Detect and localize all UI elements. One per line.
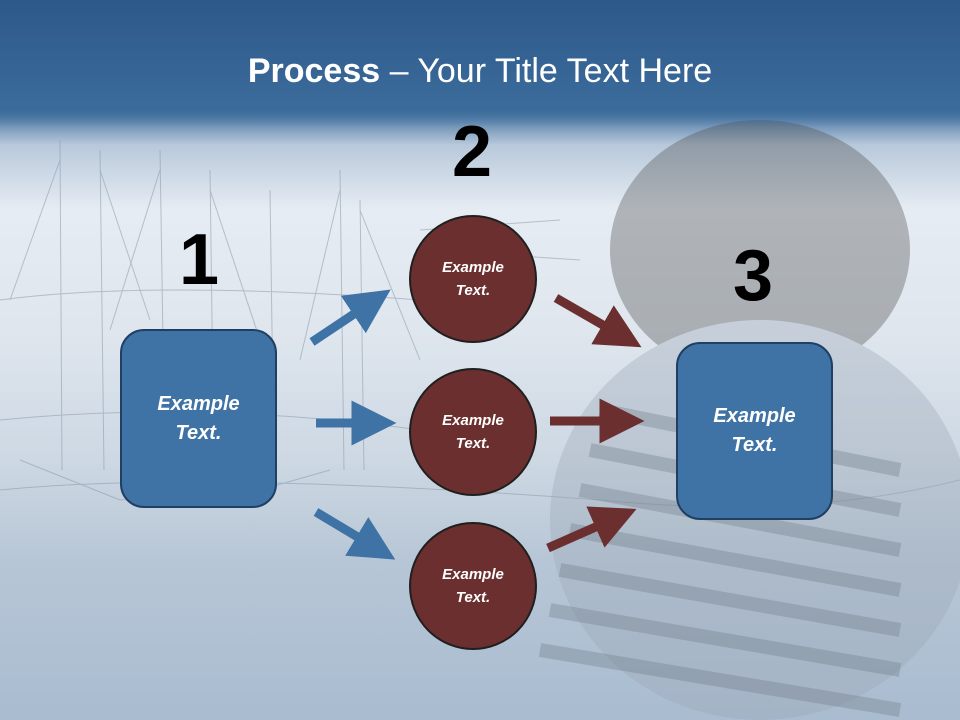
arrow-step1-to-top — [309, 289, 391, 346]
circle-bottom-line2: Text. — [455, 589, 491, 606]
arrow-top-to-step3 — [553, 294, 642, 348]
circle-middle-line1: Example — [442, 411, 504, 429]
circle-top-line1: Example — [442, 258, 504, 276]
step2-circle-middle: Example Text. — [409, 368, 537, 496]
step2-circle-top: Example Text. — [409, 215, 537, 343]
step-number-2: 2 — [451, 112, 493, 192]
step1-box: Example Text. — [120, 329, 277, 508]
title-rest: – Your Title Text Here — [380, 52, 713, 90]
step1-text-line1: Example — [157, 392, 240, 415]
arrow-bottom-to-step3 — [546, 506, 637, 553]
step3-text-line2: Text. — [731, 434, 778, 456]
arrow-step1-to-bottom — [313, 508, 396, 560]
circle-middle-line2: Text. — [455, 435, 491, 452]
header-band — [0, 0, 960, 128]
step-number-3: 3 — [732, 236, 774, 316]
step3-text-line1: Example — [713, 405, 796, 427]
circle-top-line2: Text. — [455, 282, 491, 299]
title-bold: Process — [247, 52, 381, 90]
step3-box: Example Text. — [676, 342, 833, 520]
step1-text-line2: Text. — [175, 421, 222, 444]
step-number-1: 1 — [178, 220, 220, 300]
circle-bottom-line1: Example — [442, 565, 504, 583]
slide-title: Process – Your Title Text Here — [0, 52, 960, 91]
step2-circle-bottom: Example Text. — [409, 522, 537, 650]
